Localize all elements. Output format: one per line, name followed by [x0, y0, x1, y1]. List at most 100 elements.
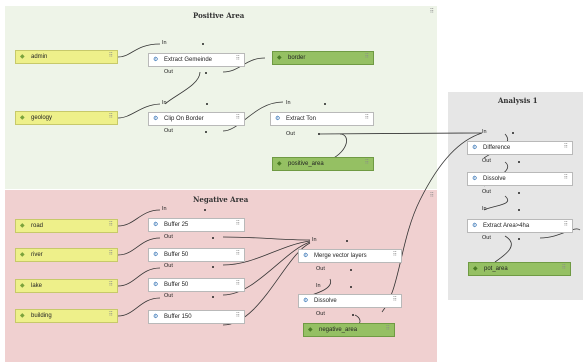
- input-node-river[interactable]: ◆ river ⠿: [15, 248, 118, 262]
- node-label: Extract Gemeinde: [164, 57, 213, 63]
- port-out[interactable]: Out: [316, 266, 325, 272]
- grip-icon[interactable]: ⠿: [385, 326, 390, 332]
- node-label: Extract Ton: [286, 116, 316, 122]
- grip-icon[interactable]: ⠿: [563, 175, 568, 181]
- output-node-positive-area[interactable]: ◆ positive_area ⠿: [272, 157, 374, 171]
- port-out[interactable]: Out: [482, 189, 491, 195]
- port-dot: [512, 132, 514, 134]
- node-label: Dissolve: [483, 176, 506, 182]
- port-out[interactable]: Out: [164, 263, 173, 269]
- gear-icon: ⚙: [153, 222, 159, 228]
- algorithm-node-buffer-150[interactable]: ⚙ Buffer 150 ⠿: [148, 310, 245, 324]
- output-node-negative-area[interactable]: ◆ negative_area ⠿: [303, 323, 395, 337]
- port-in[interactable]: In: [162, 40, 167, 46]
- port-in[interactable]: In: [162, 206, 167, 212]
- port-in[interactable]: In: [482, 206, 487, 212]
- gear-icon: ⚙: [472, 145, 478, 151]
- diamond-icon: ◆: [277, 161, 282, 167]
- diamond-icon: ◆: [277, 55, 282, 61]
- port-dot: [350, 286, 352, 288]
- port-dot: [212, 296, 214, 298]
- algorithm-node-buffer-50[interactable]: ⚙ Buffer 50 ⠿: [148, 278, 245, 292]
- port-in[interactable]: In: [286, 100, 291, 106]
- grip-icon[interactable]: ⠿: [235, 115, 240, 121]
- grip-icon[interactable]: ⠿: [235, 221, 240, 227]
- algorithm-node-merge-vector-layers[interactable]: ⚙ Merge vector layers ⠿: [298, 249, 402, 263]
- algorithm-node-buffer-50[interactable]: ⚙ Buffer 50 ⠿: [148, 248, 245, 262]
- port-dot: [350, 269, 352, 271]
- port-dot: [346, 240, 348, 242]
- algorithm-node-dissolve[interactable]: ⚙ Dissolve ⠿: [298, 294, 402, 308]
- grip-icon[interactable]: ⠿: [108, 312, 113, 318]
- output-node-border[interactable]: ◆ border ⠿: [272, 51, 374, 65]
- port-in[interactable]: In: [312, 237, 317, 243]
- node-label: geology: [31, 115, 53, 121]
- diamond-icon: ◆: [20, 252, 25, 258]
- gear-icon: ⚙: [153, 314, 159, 320]
- algorithm-node-dissolve[interactable]: ⚙ Dissolve ⠿: [467, 172, 573, 186]
- port-in[interactable]: In: [482, 129, 487, 135]
- node-label: Clip On Border: [164, 116, 204, 122]
- port-out[interactable]: Out: [482, 158, 491, 164]
- group-title: Negative Area: [193, 195, 249, 204]
- grip-icon[interactable]: ⠿: [235, 281, 240, 287]
- port-dot: [518, 209, 520, 211]
- grip-icon[interactable]: ⠿: [108, 222, 113, 228]
- grip-icon[interactable]: ⠿: [108, 53, 113, 59]
- port-dot: [205, 131, 207, 133]
- algorithm-node-extract-ton[interactable]: ⚙ Extract Ton ⠿: [270, 112, 374, 126]
- port-out[interactable]: Out: [164, 69, 173, 75]
- grip-icon[interactable]: ⠿: [235, 313, 240, 319]
- algorithm-node-extract-gemeinde[interactable]: ⚙ Extract Gemeinde ⠿: [148, 53, 245, 67]
- algorithm-node-extract-area[interactable]: ⚙ Extract Area>4ha ⠿: [467, 219, 573, 233]
- port-out[interactable]: Out: [164, 293, 173, 299]
- algorithm-node-clip-on-border[interactable]: ⚙ Clip On Border ⠿: [148, 112, 245, 126]
- input-node-admin[interactable]: ◆ admin ⠿: [15, 50, 118, 64]
- port-dot: [212, 237, 214, 239]
- grip-icon[interactable]: ⠿: [108, 282, 113, 288]
- port-dot: [518, 161, 520, 163]
- algorithm-node-difference[interactable]: ⚙ Difference ⠿: [467, 141, 573, 155]
- node-label: positive_area: [288, 161, 324, 167]
- port-in[interactable]: In: [162, 100, 167, 106]
- grip-icon[interactable]: ⠿: [563, 222, 568, 228]
- port-dot: [518, 238, 520, 240]
- grip-icon[interactable]: ⠿: [364, 54, 369, 60]
- grip-icon[interactable]: ⠿: [429, 193, 434, 199]
- grip-icon[interactable]: ⠿: [563, 144, 568, 150]
- grip-icon[interactable]: ⠿: [364, 115, 369, 121]
- grip-icon[interactable]: ⠿: [108, 251, 113, 257]
- port-dot: [204, 209, 206, 211]
- port-in[interactable]: In: [316, 283, 321, 289]
- port-dot: [202, 43, 204, 45]
- output-node-pot-area[interactable]: ◆ pot_area ⠿: [468, 262, 571, 276]
- grip-icon[interactable]: ⠿: [235, 251, 240, 257]
- gear-icon: ⚙: [303, 253, 309, 259]
- node-label: border: [288, 55, 306, 61]
- port-out[interactable]: Out: [286, 131, 295, 137]
- port-out[interactable]: Out: [164, 234, 173, 240]
- group-title: Analysis 1: [498, 96, 538, 105]
- port-dot: [212, 266, 214, 268]
- grip-icon[interactable]: ⠿: [392, 297, 397, 303]
- grip-icon[interactable]: ⠿: [561, 265, 566, 271]
- grip-icon[interactable]: ⠿: [364, 160, 369, 166]
- node-label: Merge vector layers: [314, 253, 367, 259]
- diamond-icon: ◆: [20, 283, 25, 289]
- grip-icon[interactable]: ⠿: [392, 252, 397, 258]
- gear-icon: ⚙: [472, 223, 478, 229]
- gear-icon: ⚙: [275, 116, 281, 122]
- port-out[interactable]: Out: [316, 311, 325, 317]
- port-out[interactable]: Out: [164, 128, 173, 134]
- input-node-lake[interactable]: ◆ lake ⠿: [15, 279, 118, 293]
- grip-icon[interactable]: ⠿: [108, 114, 113, 120]
- algorithm-node-buffer-25[interactable]: ⚙ Buffer 25 ⠿: [148, 218, 245, 232]
- input-node-building[interactable]: ◆ building ⠿: [15, 309, 118, 323]
- port-out[interactable]: Out: [482, 235, 491, 241]
- input-node-geology[interactable]: ◆ geology ⠿: [15, 111, 118, 125]
- port-dot: [324, 103, 326, 105]
- grip-icon[interactable]: ⠿: [235, 56, 240, 62]
- grip-icon[interactable]: ⠿: [429, 9, 434, 15]
- input-node-road[interactable]: ◆ road ⠿: [15, 219, 118, 233]
